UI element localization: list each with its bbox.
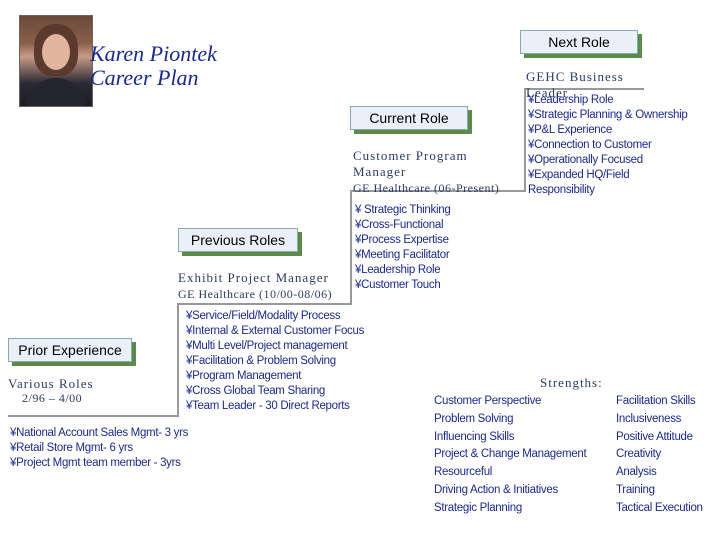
- list-item: Driving Action & Initiatives: [434, 483, 558, 496]
- list-item: Positive Attitude: [616, 430, 693, 443]
- current-bullets: ¥ Strategic Thinking ¥Cross-Functional ¥…: [355, 203, 451, 293]
- list-item: ¥ Strategic Thinking: [355, 204, 451, 216]
- next-role-box: Next Role: [520, 30, 638, 54]
- list-item: Analysis: [616, 466, 657, 479]
- list-item: ¥Team Leader - 30 Direct Reports: [186, 400, 350, 412]
- prior-experience-label: Prior Experience: [18, 342, 122, 358]
- step-line: [350, 190, 525, 192]
- list-item: ¥P&L Experience: [528, 124, 612, 136]
- list-item: ¥Operationally Focused: [528, 154, 643, 166]
- step-line: [524, 88, 526, 192]
- list-item: Inclusiveness: [616, 412, 682, 425]
- list-item: ¥Program Management: [186, 370, 302, 382]
- list-item: ¥Meeting Facilitator: [355, 249, 450, 261]
- list-item: ¥National Account Sales Mgmt- 3 yrs: [10, 427, 189, 439]
- next-role-title: GEHC Business Leader: [526, 69, 624, 100]
- previous-roles-label: Previous Roles: [190, 232, 286, 248]
- previous-roles-box: Previous Roles: [178, 228, 298, 252]
- list-item: ¥Process Expertise: [355, 234, 449, 246]
- current-role-box: Current Role: [350, 106, 468, 130]
- current-role-org: GE Healthcare (06-Present): [353, 181, 500, 195]
- list-item: ¥Leadership Role: [528, 94, 614, 106]
- strengths-col-1: Customer Perspective Problem Solving Inf…: [434, 393, 587, 518]
- career-plan-heading: Career Plan: [90, 65, 199, 90]
- photo-body: [26, 78, 86, 106]
- list-item: ¥Cross-Functional: [355, 219, 444, 231]
- list-item: ¥Service/Field/Modality Process: [186, 310, 341, 322]
- next-role-label: Next Role: [548, 34, 610, 50]
- previous-bullets: ¥Service/Field/Modality Process ¥Interna…: [186, 309, 364, 414]
- page-title: Karen Piontek Career Plan: [90, 42, 217, 90]
- current-role-title-2: Manager: [353, 164, 407, 179]
- step-line: [177, 303, 351, 305]
- list-item: Creativity: [616, 448, 661, 461]
- list-item: ¥Cross Global Team Sharing: [186, 385, 326, 397]
- profile-photo: [19, 15, 93, 107]
- prior-role-dates: 2/96 – 4/00: [22, 391, 83, 405]
- list-item: ¥Customer Touch: [355, 279, 441, 291]
- step-line: [524, 88, 644, 90]
- previous-role-org: GE Healthcare (10/00-08/06): [178, 287, 333, 301]
- list-item: ¥Facilitation & Problem Solving: [186, 355, 336, 367]
- list-item: ¥Project Mgmt team member - 3yrs: [10, 457, 181, 469]
- list-item: Tactical Execution: [616, 501, 703, 514]
- strengths-col-2: Facilitation Skills Inclusiveness Positi…: [616, 393, 703, 518]
- list-item: Training: [616, 483, 655, 496]
- list-item: Influencing Skills: [434, 430, 515, 443]
- list-item: Strategic Planning: [434, 501, 522, 514]
- list-item: Customer Perspective: [434, 395, 542, 407]
- list-item: ¥Strategic Planning & Ownership: [528, 109, 688, 121]
- step-line: [177, 303, 179, 417]
- step-line: [8, 415, 178, 417]
- previous-role-title: Exhibit Project Manager: [178, 270, 329, 285]
- strengths-title: Strengths:: [540, 375, 603, 390]
- current-role-label: Current Role: [369, 110, 449, 126]
- list-item: Project & Change Management: [434, 448, 587, 461]
- list-item: ¥Expanded HQ/Field Responsibility: [528, 169, 630, 196]
- list-item: ¥Internal & External Customer Focus: [186, 325, 365, 337]
- photo-face: [42, 34, 70, 70]
- next-bullets: ¥Leadership Role ¥Strategic Planning & O…: [528, 93, 723, 198]
- current-role-title-1: Customer Program: [353, 148, 468, 163]
- list-item: Resourceful: [434, 466, 493, 479]
- list-item: ¥Leadership Role: [355, 264, 441, 276]
- list-item: Problem Solving: [434, 412, 514, 425]
- prior-role-title: Various Roles: [8, 376, 94, 391]
- list-item: ¥Connection to Customer: [528, 139, 652, 151]
- name-heading: Karen Piontek: [90, 41, 217, 66]
- prior-bullets: ¥National Account Sales Mgmt- 3 yrs ¥Ret…: [10, 426, 210, 471]
- prior-experience-box: Prior Experience: [8, 338, 132, 362]
- step-line: [350, 190, 352, 305]
- list-item: Facilitation Skills: [616, 395, 696, 407]
- list-item: ¥Multi Level/Project management: [186, 340, 348, 352]
- list-item: ¥Retail Store Mgmt- 6 yrs: [10, 442, 133, 454]
